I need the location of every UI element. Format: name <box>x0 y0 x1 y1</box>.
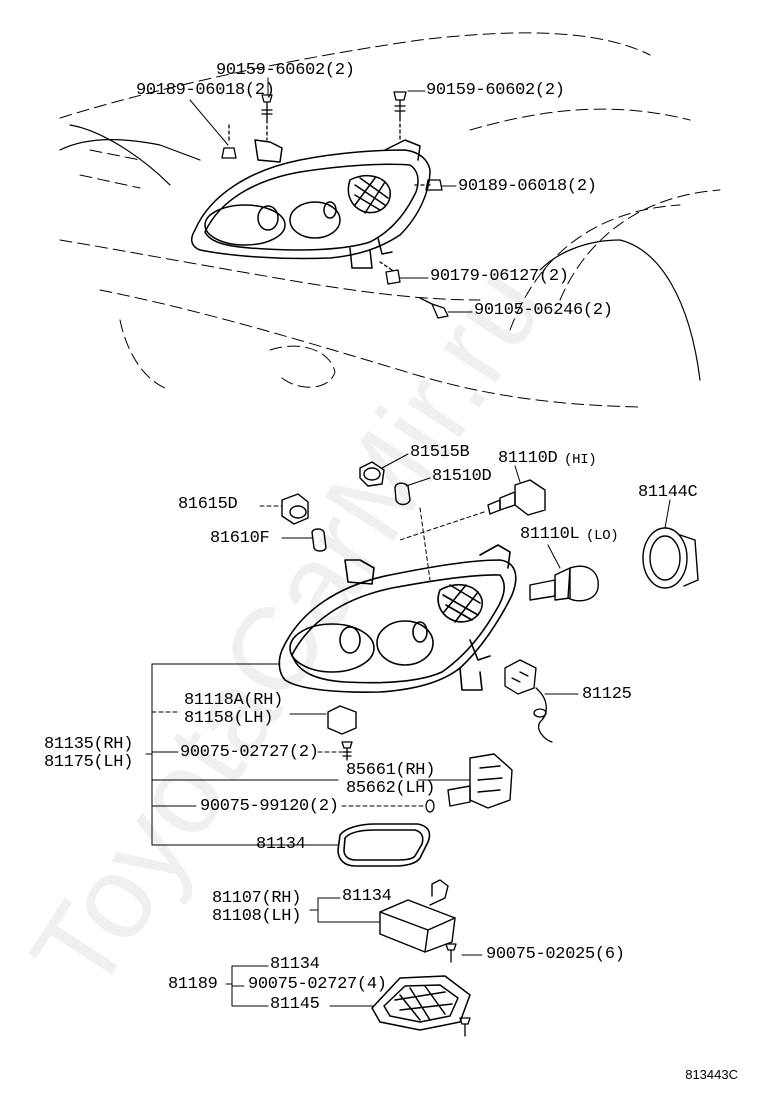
lower-headlamp <box>278 544 517 693</box>
upper-leaders <box>189 77 473 313</box>
label-90159-60602-upper: 90159-60602(2) <box>216 61 355 80</box>
lower-leaders <box>145 453 671 1007</box>
oring-90075-99120 <box>425 799 435 813</box>
label-90179-06127: 90179-06127(2) <box>430 267 569 286</box>
label-81118A: 81118A(RH) <box>184 691 284 710</box>
label-90159-60602-right: 90159-60602(2) <box>426 81 565 100</box>
upper-headlamp <box>190 139 431 269</box>
car-body-outline <box>59 32 721 408</box>
bulb-81110D <box>487 479 546 516</box>
screw-81145 <box>459 1017 471 1037</box>
diagram-code: 813443C <box>685 1067 738 1082</box>
label-81515B: 81515B <box>410 443 470 462</box>
bulb-81510D <box>394 482 411 506</box>
label-81134-gasket: 81134 <box>256 835 306 854</box>
screw-90075-02025 <box>445 943 457 963</box>
car-body-solid <box>59 124 701 381</box>
label-81135: 81135(RH) <box>44 735 134 754</box>
label-81108: 81108(LH) <box>212 907 302 926</box>
cover-81145 <box>371 975 471 1031</box>
upper-fasteners <box>221 91 449 319</box>
label-90075-02025: 90075-02025(6) <box>486 945 625 964</box>
screw-90075-02727 <box>341 741 353 761</box>
label-90075-99120: 90075-99120(2) <box>200 797 339 816</box>
harness-81125 <box>504 659 553 743</box>
label-81134-cover: 81134 <box>270 955 320 974</box>
label-90189-06018-left: 90189-06018(2) <box>136 81 275 100</box>
label-81610F: 81610F <box>210 529 270 548</box>
label-81110D: 81110D <box>498 449 558 468</box>
bulb-81515B <box>359 461 385 487</box>
label-81510D: 81510D <box>432 467 492 486</box>
label-81144C: 81144C <box>638 483 698 502</box>
label-90075-02727-lower: 90075-02727(4) <box>248 975 387 994</box>
label-81110L: 81110L <box>520 525 580 544</box>
gasket-81134-a <box>337 823 431 867</box>
label-90075-02727-upper: 90075-02727(2) <box>180 743 319 762</box>
label-81107: 81107(RH) <box>212 889 302 908</box>
cover-81144C <box>642 527 699 589</box>
label-81134-ballast: 81134 <box>342 887 392 906</box>
label-90105-06246: 90105-06246(2) <box>474 301 613 320</box>
label-81158: 81158(LH) <box>184 709 274 728</box>
label-81175: 81175(LH) <box>44 753 134 772</box>
label-85662: 85662(LH) <box>346 779 436 798</box>
label-81125: 81125 <box>582 685 632 704</box>
label-81145: 81145 <box>270 995 320 1014</box>
bracket-81118A <box>327 705 357 735</box>
label-81615D: 81615D <box>178 495 238 514</box>
label-81110D-hi: (HI) <box>564 452 597 468</box>
bulb-81110L <box>529 565 599 602</box>
lamp-85661 <box>447 753 513 809</box>
bulb-81610F <box>311 528 327 552</box>
label-90189-06018-right: 90189-06018(2) <box>458 177 597 196</box>
label-81110L-lo: (LO) <box>586 528 619 544</box>
socket-81615D <box>281 493 309 525</box>
label-81189: 81189 <box>168 975 218 994</box>
label-85661: 85661(RH) <box>346 761 436 780</box>
ballast-81107 <box>379 879 456 953</box>
